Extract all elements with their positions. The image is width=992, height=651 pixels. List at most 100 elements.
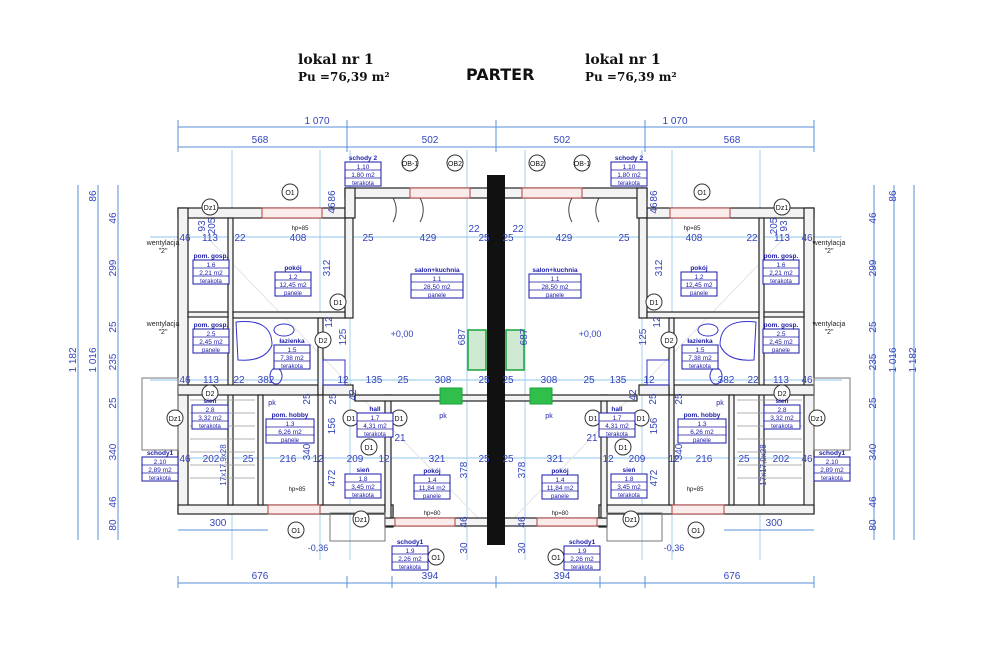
dimension-label: 502 [422,135,439,146]
sink-icon [697,323,719,337]
ventilation-number: "2" [825,329,834,336]
dimension-label: 25 [648,393,659,405]
dimension-label: 205 [207,217,218,234]
dimension-label: 25 [583,375,595,386]
room-name: schody1 [819,450,846,457]
element-tag: D2 [665,338,674,345]
room-name: salon+kuchnia [414,267,460,274]
element-tag-circle [660,331,678,349]
element-tag-circle [329,293,347,311]
dimension-label: 308 [541,375,558,386]
room-label-box [413,474,451,500]
unit-title-left: lokal nr 1 Pu =76,39 m² [298,52,390,85]
sill-height-label: hp=85 [684,226,702,232]
room-name: sień [775,398,788,405]
dimension-label: 300 [210,518,227,529]
wall [673,384,815,396]
element-tag-circle [773,384,791,402]
room-label-box [762,259,800,285]
dimension-label: 86 [888,190,899,202]
element-tag: D1 [589,416,598,423]
element-tag-circle [573,154,591,172]
dimension-label: 46 [801,233,813,244]
wall [257,394,264,506]
room-number: 2.8 [205,407,214,414]
dimension-label: 46 [179,375,191,386]
dimension-label: 25 [502,233,514,244]
room-number: 1.1 [550,276,559,283]
room-name: pom. gosp. [764,253,799,260]
room-label-box [344,473,382,499]
sill-height-label: hp=80 [424,511,442,517]
room-name: pokój [690,265,708,272]
ventilation-number: "2" [825,248,834,255]
dimension-label: 25 [242,454,254,465]
element-tag: O1 [291,528,300,535]
room-area: 11,84 m2 [547,485,574,492]
pk-label: pk [439,413,447,420]
dimension-label: 340 [674,443,685,460]
door-swing [392,197,397,223]
dimension-label: 340 [868,443,879,460]
dimension-label: 1 070 [304,116,329,127]
element-tag: D1 [637,416,646,423]
element-tag-circle [687,521,705,539]
element-tag: O1 [285,190,294,197]
room-area: 7,38 m2 [280,355,304,362]
dimension-label: 382 [258,375,275,386]
room-name: schody 2 [349,155,378,162]
wall [317,317,324,396]
wall [803,207,815,514]
element-tag: O1 [697,190,706,197]
dimension-label: 382 [718,375,735,386]
dimension-label: 408 [290,233,307,244]
room-label-box [356,412,394,438]
dimension-label: 46 [327,202,338,214]
element-tag-circle [201,198,219,216]
room-label-box [141,456,179,482]
room-name: pom. gosp. [194,322,229,329]
dimension-label: 12 [312,454,324,465]
ventilation-label: wentylacja [812,321,846,328]
room-label-box [528,273,582,299]
room-name: schody1 [569,539,596,546]
room-area: 3,45 m2 [617,484,641,491]
room-area: 1,80 m2 [617,172,641,179]
element-tag: D2 [778,391,787,398]
stairs-label: 17x17,9x28 [219,444,228,486]
room-name: pokój [551,468,569,475]
dimension-label: 394 [554,571,571,582]
wall [728,394,735,506]
room-number: 1.5 [287,347,296,354]
room-floor: panele [772,348,791,354]
element-tag: O1 [691,528,700,535]
room-number: 1.2 [288,274,297,281]
wall [501,394,638,402]
room-floor: terakota [821,476,843,482]
room-area: 12,45 m2 [685,282,712,289]
dimension-label: 21 [394,433,406,444]
dimension-label: 22 [746,233,758,244]
room-label-box [391,545,429,571]
dimension-label: 394 [422,571,439,582]
room-name: łazienka [279,338,305,345]
dimension-label: 125 [338,328,349,345]
room-floor: terakota [200,279,222,285]
dimension-label: 46 [868,212,879,224]
room-label-box [192,259,230,285]
element-tag-circle [528,154,546,172]
room-number: 2.8 [777,407,786,414]
room-area: 28,50 m2 [541,284,568,291]
ventilation-label: wentylacja [146,321,180,328]
dimension-label: 25 [108,321,119,333]
element-tag: D1 [619,445,628,452]
wall [344,187,356,219]
dimension-label: 46 [179,454,191,465]
room-floor: terakota [571,565,593,571]
window [261,207,323,219]
party-wall [496,175,505,545]
room-number: 1.6 [206,262,215,269]
ventilation-label: wentylacja [146,240,180,247]
element-tag: Dz1 [625,517,638,524]
room-label-box [677,418,727,444]
